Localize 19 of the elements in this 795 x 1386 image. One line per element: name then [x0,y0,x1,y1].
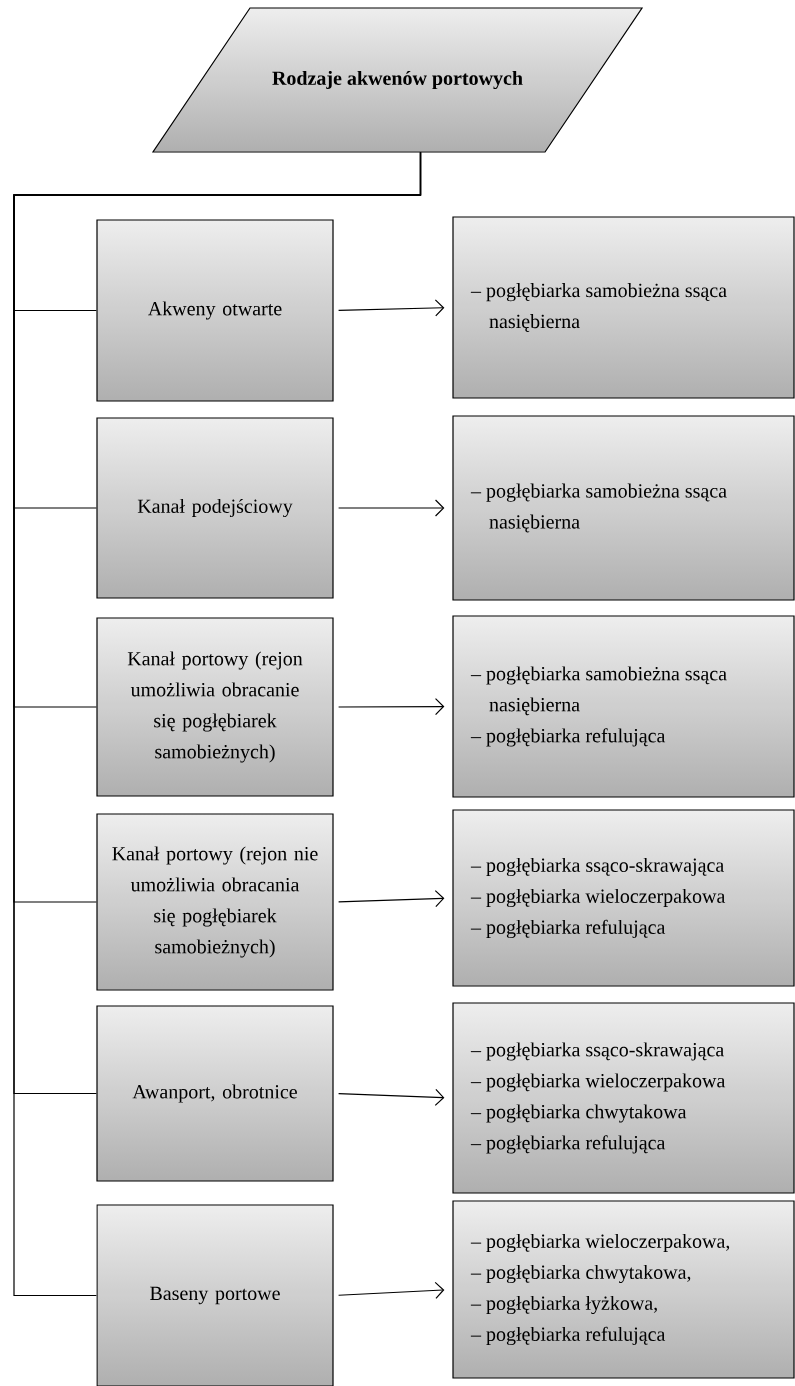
category-box: Kanał podejściowy [96,417,334,599]
category-box: Akweny otwarte [96,219,334,402]
dredger-list-box: – pogłębiarka samobieżna ssąca nasiębierna – pogłębiarka refulująca [452,615,795,798]
connector-line [13,151,422,1297]
arrow [338,499,445,517]
category-box: Kanał portowy (rejon nie umożliwia obracania się pogłębiarek samobieżnych) [96,813,334,991]
arrow [338,1281,445,1299]
dredger-list-box: – pogłębiarka samobieżna ssąca nasiębierna [452,415,795,601]
dredger-list-box: – pogłębiarka wieloczerpakowa, – pogłębiarka chwytakowa, – pogłębiarka łyżkowa, – pogłębiarka refulująca [452,1200,795,1379]
category-box: Awanport, obrotnice [96,1005,334,1182]
category-box: Baseny portowe [96,1204,334,1386]
arrow [338,299,445,317]
category-box: Kanał portowy (rejon umożliwia obracanie się pogłębiarek samobieżnych) [96,617,334,797]
dredger-list-box: – pogłębiarka ssąco-skrawająca – pogłębiarka wieloczerpakowa – pogłębiarka refulująca [452,809,795,987]
dredger-list-box: – pogłębiarka ssąco-skrawająca – pogłębiarka wieloczerpakowa – pogłębiarka chwytakowa – pogłębiarka refulująca [452,1002,795,1194]
arrow [338,890,445,908]
dredger-list-box: – pogłębiarka samobieżna ssąca nasiębierna [452,216,795,399]
arrow [338,1088,445,1106]
arrow [338,698,445,716]
